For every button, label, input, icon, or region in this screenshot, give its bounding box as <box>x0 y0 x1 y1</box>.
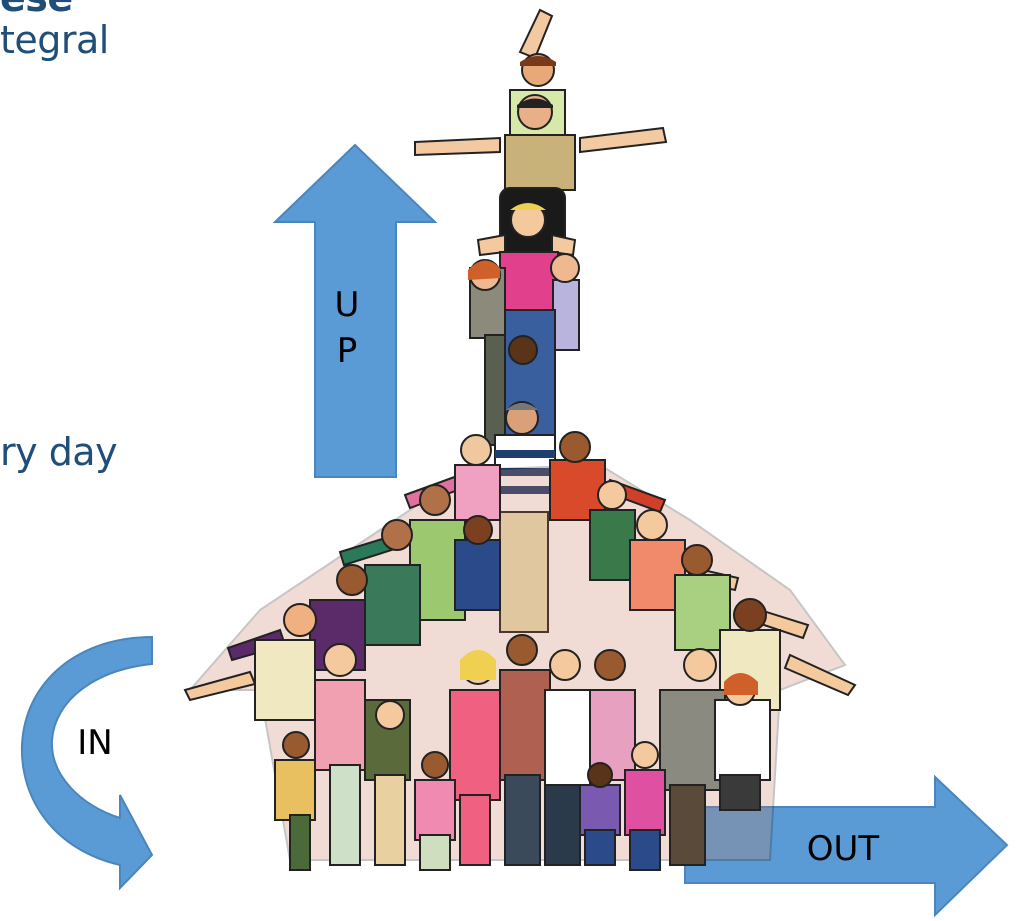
in-curved-arrow <box>20 635 154 891</box>
human-pyramid-illustration <box>183 8 857 871</box>
up-arrow-label: U P <box>334 285 360 371</box>
in-arrow-label: IN <box>77 723 113 763</box>
out-arrow-label: OUT <box>806 829 880 869</box>
bullet-text-fragment-1: tegral <box>0 18 109 62</box>
bullet-text-fragment-2: ry day <box>0 430 118 474</box>
up-arrow <box>272 143 438 478</box>
title-fragment: ese <box>0 0 73 20</box>
out-arrow <box>684 774 1009 918</box>
